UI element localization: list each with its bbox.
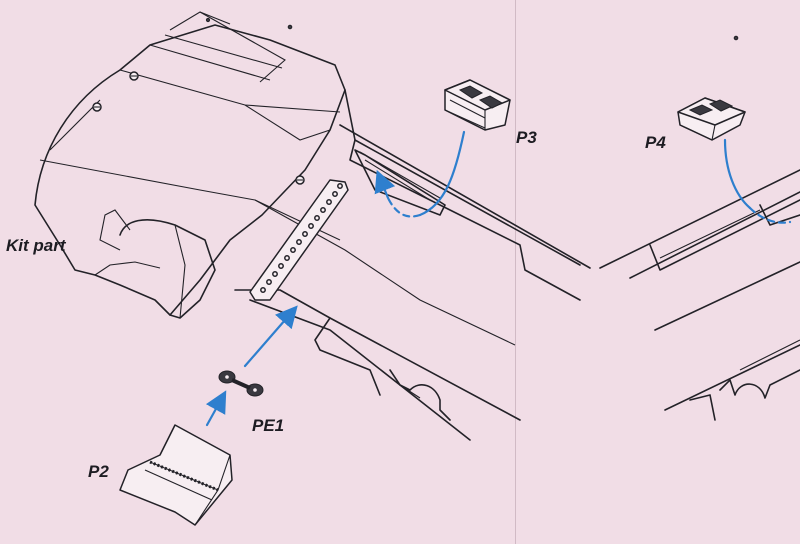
p3-label: P3: [516, 128, 537, 147]
part-pe1: [218, 370, 264, 397]
pe1-label: PE1: [252, 416, 285, 435]
p2-label: P2: [88, 462, 109, 481]
part-p4: [677, 97, 746, 141]
pe1-hole-row: [260, 183, 343, 293]
part-p2: [119, 424, 233, 526]
part-p3: [444, 79, 511, 131]
kit-part-drawing: [34, 11, 739, 441]
kit-part-label: Kit part: [6, 236, 66, 255]
assembly-arrows: [205, 130, 792, 427]
right-wing-drawing: [599, 169, 800, 421]
p4-label: P4: [645, 133, 666, 152]
paper-fold-line: [515, 0, 516, 544]
